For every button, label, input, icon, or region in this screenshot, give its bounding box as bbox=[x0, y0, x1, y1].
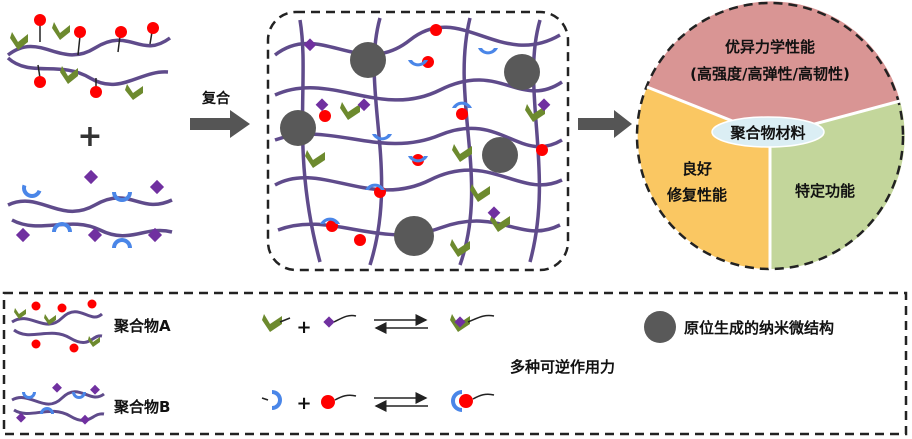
pie-mechanical-label-1: 优异力学性能 bbox=[725, 38, 815, 56]
composite-network-box bbox=[266, 10, 570, 272]
legend-box bbox=[2, 291, 908, 436]
pie-healing-label-2: 修复性能 bbox=[666, 186, 727, 204]
pie-slice-mechanical bbox=[647, 1, 900, 136]
legend-reaction-blue-red bbox=[261, 390, 495, 412]
legend-polymer-a-label: 聚合物A bbox=[113, 317, 171, 335]
pie-center-badge bbox=[711, 116, 825, 148]
polymer-b-chain bbox=[7, 169, 173, 248]
result-arrow bbox=[578, 110, 632, 138]
pie-mechanical-label-2: (高强度/高弹性/高韧性) bbox=[690, 65, 850, 83]
polymer-a-chain bbox=[6, 14, 172, 100]
legend-polymer-b-label: 聚合物B bbox=[113, 398, 170, 416]
pie-center-label: 聚合物材料 bbox=[729, 124, 805, 142]
property-pie bbox=[635, 1, 905, 271]
legend-polymer-b-icon bbox=[11, 382, 105, 425]
legend-reaction-green-purple bbox=[262, 314, 495, 334]
legend-plus-2: + bbox=[296, 393, 311, 414]
composite-arrow-label: 复合 bbox=[201, 90, 231, 107]
legend-forces-label: 多种可逆作用力 bbox=[510, 358, 615, 376]
composite-arrow bbox=[190, 110, 250, 138]
plus-sign: + bbox=[77, 119, 102, 154]
pie-healing-label-1: 良好 bbox=[682, 160, 712, 178]
legend-nanostructure-label: 原位生成的纳米微结构 bbox=[684, 319, 834, 337]
legend-polymer-a-icon bbox=[11, 299, 104, 353]
composite-network bbox=[273, 17, 563, 266]
pie-function-label: 特定功能 bbox=[795, 182, 855, 200]
legend-nanostructure-icon bbox=[644, 311, 676, 343]
legend-plus-1: + bbox=[296, 317, 311, 338]
